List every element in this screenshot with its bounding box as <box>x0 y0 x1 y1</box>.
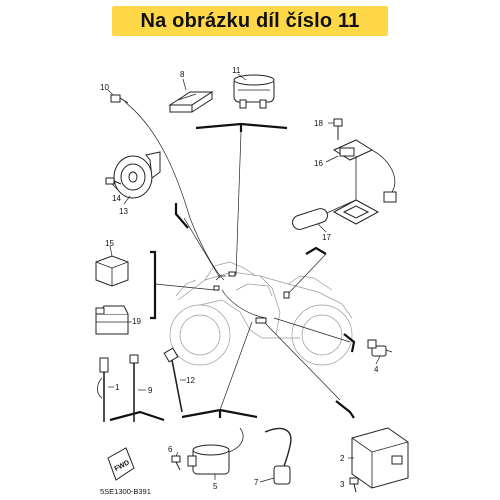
banner-title: Na obrázku díl číslo 11 <box>140 9 360 32</box>
part-8-holder <box>168 78 214 113</box>
part-number-17: 17 <box>322 233 331 242</box>
part-number-13: 13 <box>119 207 128 216</box>
part-number-4: 4 <box>374 365 379 374</box>
part-13-horn <box>113 151 161 205</box>
wire-leaders <box>124 101 351 411</box>
fwd-arrow-icon: FWD <box>107 447 135 481</box>
part-number-3: 3 <box>340 480 345 489</box>
part-4-sensor <box>367 339 393 365</box>
part-10-bolt <box>107 89 129 104</box>
part-number-15: 15 <box>105 239 114 248</box>
part-number-labels: 8 11 10 18 16 17 14 13 15 19 1 9 12 4 6 … <box>100 66 379 491</box>
part-number-6: 6 <box>168 445 173 454</box>
part-14-bolt <box>105 177 122 191</box>
part-number-8: 8 <box>180 70 185 79</box>
part-number-1: 1 <box>115 383 120 392</box>
part-5-coil <box>187 427 244 480</box>
part-19-relay <box>95 305 132 335</box>
part-number-7: 7 <box>254 478 259 487</box>
part-18-screw <box>328 118 343 140</box>
part-number-10: 10 <box>100 83 109 92</box>
part-3-bolt <box>349 477 359 493</box>
title-banner: Na obrázku díl číslo 11 <box>112 6 388 36</box>
part-number-2: 2 <box>340 454 345 463</box>
part-12-band <box>163 347 186 413</box>
part-number-16: 16 <box>314 159 323 168</box>
part-11-relay <box>233 73 275 109</box>
part-15-relay <box>95 245 129 287</box>
part-number-18: 18 <box>314 119 323 128</box>
part-2-ecu <box>348 427 409 489</box>
part-number-5: 5 <box>213 482 218 491</box>
part-number-9: 9 <box>148 386 153 395</box>
part-17-float <box>292 208 328 233</box>
part-number-14: 14 <box>112 194 121 203</box>
part-number-12: 12 <box>186 376 195 385</box>
part-7-plug-cap <box>259 427 292 485</box>
harness-connectors <box>213 271 290 324</box>
part-number-11: 11 <box>232 66 241 75</box>
part-1-band <box>97 357 114 422</box>
part-9-band <box>129 354 146 422</box>
fuel-sender-gasket <box>332 199 380 225</box>
motorcycle-outline <box>169 261 353 366</box>
part-number-19: 19 <box>132 317 141 326</box>
diagram-code: 5SE1300-B391 <box>100 487 151 496</box>
part-6-bolt <box>171 451 181 471</box>
